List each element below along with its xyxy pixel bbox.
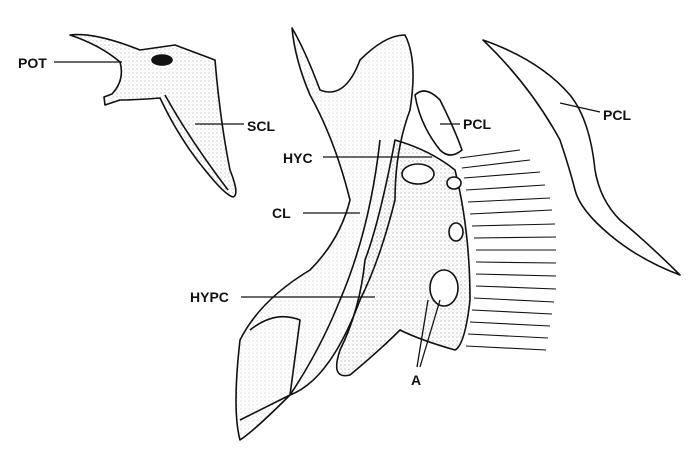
scapula-bone [69, 33, 237, 198]
label-cl: CL [272, 205, 291, 221]
postcleithrum-right [482, 39, 681, 276]
label-hyc: HYC [283, 150, 313, 166]
postcleithrum-middle [414, 90, 463, 156]
label-hypc: HYPC [190, 289, 229, 305]
label-pot: POT [18, 55, 47, 71]
coracoid-plate [335, 139, 471, 377]
label-scl: SCL [247, 118, 275, 134]
fin-rays [459, 149, 557, 351]
label-a: A [411, 372, 422, 388]
label-pcl-right: PCL [603, 107, 631, 123]
label-pcl-middle: PCL [463, 116, 491, 132]
cleithrum-bone [235, 27, 414, 441]
